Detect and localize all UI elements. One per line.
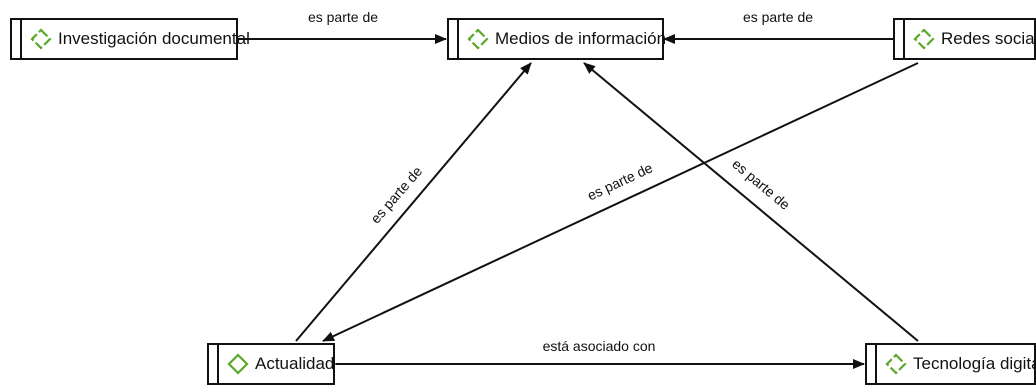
concept-diamond-icon bbox=[913, 28, 935, 50]
edge-label-redes-medios: es parte de bbox=[743, 9, 813, 25]
node-label: Investigación documental bbox=[58, 29, 250, 48]
node-gutter bbox=[209, 345, 219, 383]
concept-node-redes[interactable]: Redes sociales bbox=[893, 18, 1036, 60]
connector-redes-to-actualidad bbox=[322, 62, 919, 342]
concept-node-investigacion[interactable]: Investigación documental bbox=[10, 18, 250, 60]
edge-label-tecnologia-medios: es parte de bbox=[729, 156, 793, 213]
node-label: Redes sociales bbox=[941, 29, 1036, 48]
node-gutter bbox=[12, 20, 22, 58]
edge-label-redes-actualidad: es parte de bbox=[585, 159, 655, 203]
node-label: Tecnología digital bbox=[913, 354, 1036, 373]
concept-diamond-icon bbox=[885, 353, 907, 375]
connector-tecnologia-to-medios bbox=[583, 62, 919, 342]
node-label: Medios de información bbox=[495, 29, 667, 48]
concept-diamond-icon bbox=[467, 28, 489, 50]
node-label: Actualidad bbox=[255, 354, 335, 373]
node-gutter bbox=[895, 20, 905, 58]
edge-label-actualidad-tecnologia: está asociado con bbox=[543, 338, 656, 354]
concept-diamond-icon bbox=[30, 28, 52, 50]
concept-diamond-icon bbox=[227, 353, 249, 375]
concept-node-tecnologia[interactable]: Tecnología digital bbox=[865, 343, 1036, 385]
edge-label-investigacion-medios: es parte de bbox=[308, 9, 378, 25]
concept-node-medios[interactable]: Medios de información bbox=[447, 18, 667, 60]
concept-node-actualidad[interactable]: Actualidad bbox=[207, 343, 335, 385]
node-gutter bbox=[449, 20, 459, 58]
node-gutter bbox=[867, 345, 877, 383]
connector-actualidad-to-medios bbox=[295, 62, 532, 342]
edge-label-actualidad-medios: es parte de bbox=[367, 163, 425, 227]
